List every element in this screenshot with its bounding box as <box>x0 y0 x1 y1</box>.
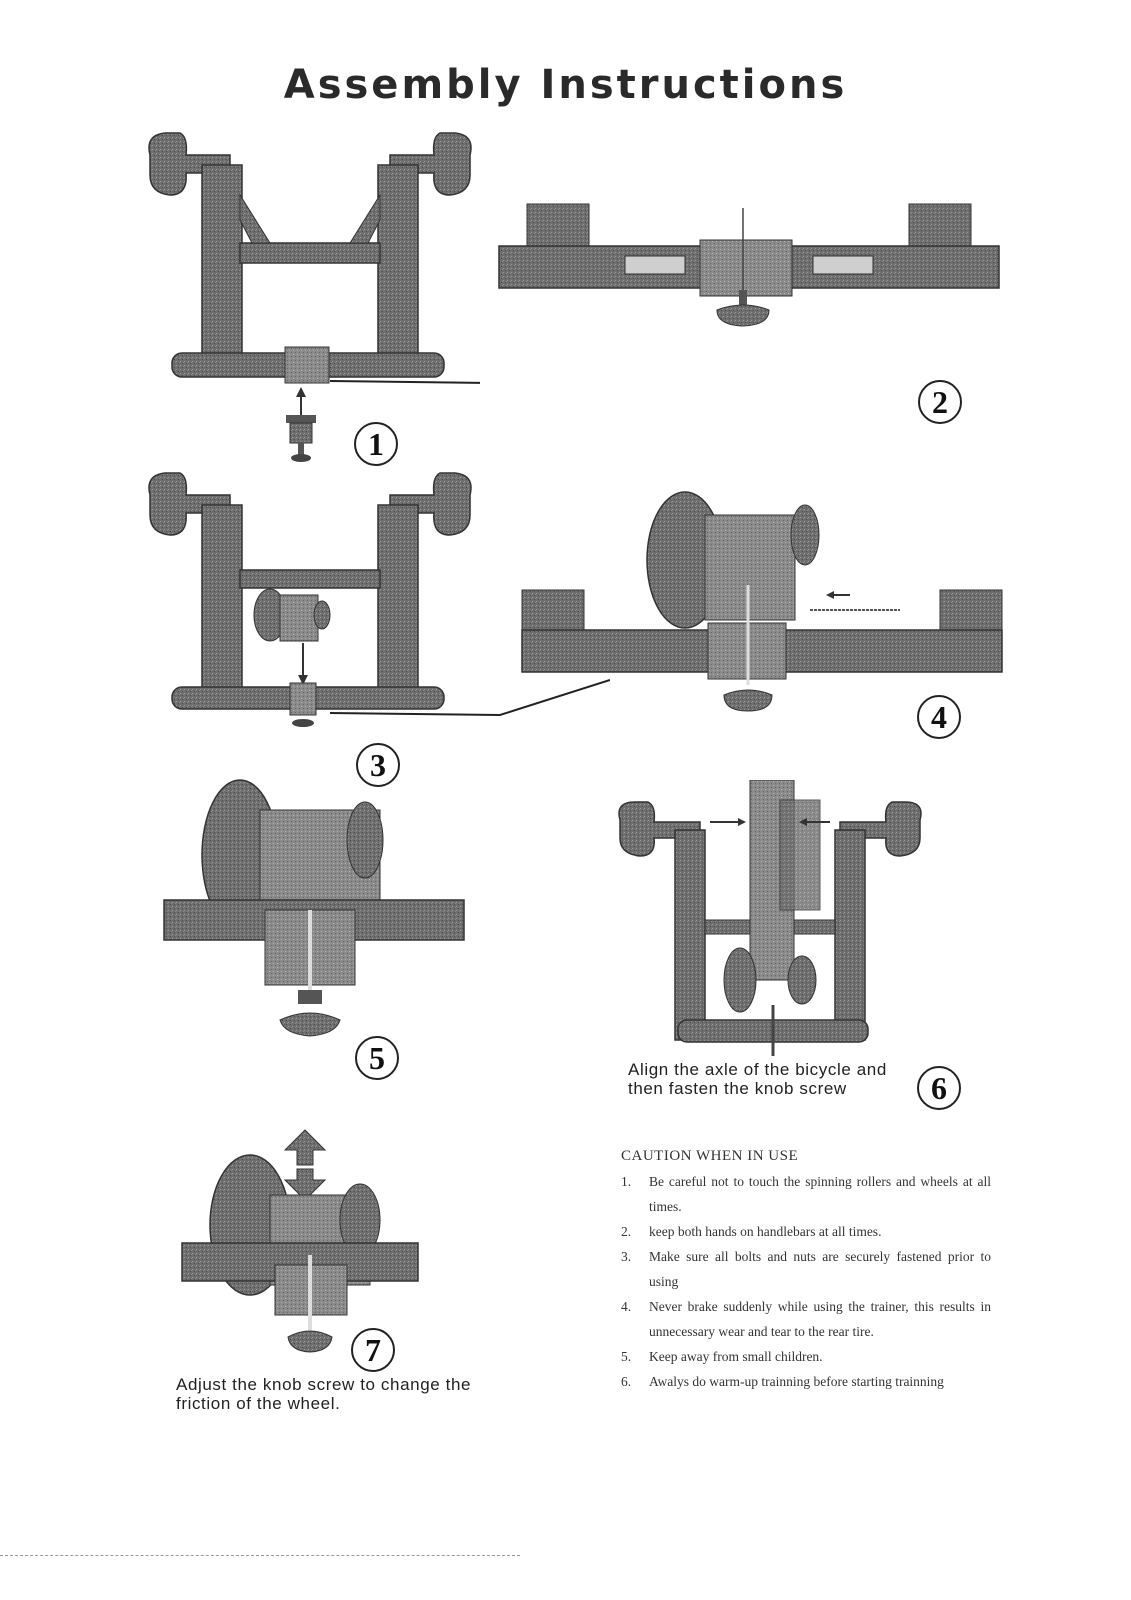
caution-item-number: 1. <box>621 1174 632 1189</box>
step-7-caption-line-2: friction of the wheel. <box>176 1394 341 1413</box>
caution-list: 1. Be careful not to touch the spinning r… <box>621 1169 991 1394</box>
figure-2-base-tube <box>498 203 1000 327</box>
figure-5-unit-closeup <box>163 779 465 1037</box>
caution-item-text: keep both hands on handlebars at all tim… <box>649 1224 882 1239</box>
caution-item-number: 6. <box>621 1374 632 1389</box>
caution-item-number: 4. <box>621 1299 632 1314</box>
figure-6-bike-mounted <box>618 780 922 1056</box>
step-6-caption-line-1: Align the axle of the bicycle and <box>628 1060 887 1079</box>
caution-item-number: 2. <box>621 1224 632 1239</box>
caution-item: 6. Awalys do warm-up trainning before sta… <box>621 1369 991 1394</box>
caution-item: 5. Keep away from small children. <box>621 1344 991 1369</box>
caution-item-text: Keep away from small children. <box>649 1349 823 1364</box>
step-number-5: 5 <box>355 1036 399 1080</box>
step-number-7: 7 <box>351 1328 395 1372</box>
figure-3-frame-with-unit <box>148 472 610 727</box>
caution-section: CAUTION WHEN IN USE 1. Be careful not to … <box>621 1148 991 1394</box>
step-7-caption: Adjust the knob screw to change the fric… <box>176 1375 471 1413</box>
caution-item-number: 3. <box>621 1249 632 1264</box>
caution-item-text: Make sure all bolts and nuts are securel… <box>649 1249 991 1289</box>
caution-item: 2. keep both hands on handlebars at all t… <box>621 1219 991 1244</box>
step-number-4: 4 <box>917 695 961 739</box>
figure-1-frame <box>148 132 480 462</box>
figure-7-adjust-knob <box>181 1129 419 1353</box>
step-6-caption-line-2: then fasten the knob screw <box>628 1079 847 1098</box>
caution-item-text: Never brake suddenly while using the tra… <box>649 1299 991 1339</box>
page-title: Assembly Instructions <box>283 62 848 108</box>
step-number-2: 2 <box>918 380 962 424</box>
caution-title: CAUTION WHEN IN USE <box>621 1148 799 1164</box>
step-number-1: 1 <box>354 422 398 466</box>
step-7-caption-line-1: Adjust the knob screw to change the <box>176 1375 472 1394</box>
step-6-caption: Align the axle of the bicycle and then f… <box>628 1060 887 1098</box>
caution-item-number: 5. <box>621 1349 632 1364</box>
caution-item: 3. Make sure all bolts and nuts are secur… <box>621 1244 991 1294</box>
step-number-3: 3 <box>356 743 400 787</box>
scan-artifact-line <box>0 1555 520 1557</box>
caution-item: 1. Be careful not to touch the spinning r… <box>621 1169 991 1219</box>
step-number-6: 6 <box>917 1066 961 1110</box>
caution-item: 4. Never brake suddenly while using the t… <box>621 1294 991 1344</box>
caution-item-text: Be careful not to touch the spinning rol… <box>649 1174 991 1214</box>
figure-4-unit-on-tube <box>521 491 1003 712</box>
caution-item-text: Awalys do warm-up trainning before start… <box>649 1374 944 1389</box>
